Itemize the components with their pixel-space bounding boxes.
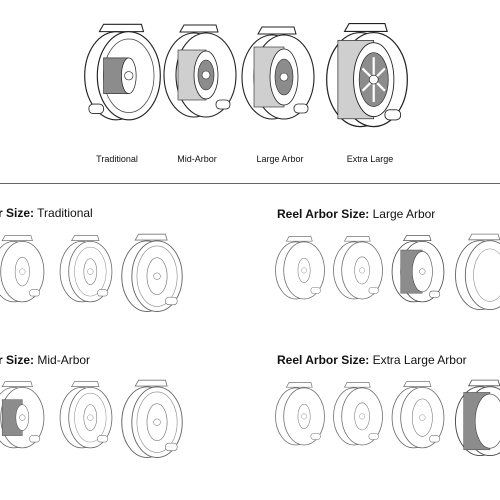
heading-mid-arbor: r Size: Mid-Arbor: [0, 353, 90, 367]
reel-large-arbor-view-4: [455, 233, 500, 310]
reel-extra-large-view-4: [455, 379, 500, 456]
reel-traditional-view-2: [59, 235, 113, 303]
heading-value: Extra Large Arbor: [372, 353, 467, 367]
reel-mid-arbor: [163, 24, 237, 118]
reel-large-arbor-view-1: [275, 236, 325, 300]
heading-label: r Size:: [0, 353, 35, 367]
reel-large-arbor-view-2: [333, 236, 383, 300]
label-traditional: Traditional: [96, 154, 138, 164]
heading-label: Reel Arbor Size:: [277, 353, 370, 367]
heading-extra-large-arbor: Reel Arbor Size: Extra Large Arbor: [277, 353, 467, 367]
label-large-arbor: Large Arbor: [256, 154, 304, 164]
heading-label: r Size:: [0, 206, 35, 220]
reel-mid-arbor-view-3: [121, 379, 183, 458]
reel-mid-arbor-view-2: [59, 381, 113, 449]
heading-large-arbor: Reel Arbor Size: Large Arbor: [277, 207, 435, 221]
heading-value: Large Arbor: [372, 207, 436, 221]
reel-large-arbor: [241, 26, 315, 120]
reel-mid-arbor-view-1: [0, 381, 45, 449]
reel-traditional: [84, 23, 161, 121]
reel-extra-large: [326, 23, 408, 128]
reel-traditional-view-3: [121, 233, 183, 312]
heading-value: Traditional: [37, 206, 93, 220]
reel-extra-large-view-1: [275, 382, 325, 446]
section-divider: [0, 183, 500, 184]
heading-label: Reel Arbor Size:: [277, 207, 370, 221]
label-mid-arbor: Mid-Arbor: [177, 154, 217, 164]
heading-traditional: r Size: Traditional: [0, 206, 93, 220]
heading-value: Mid-Arbor: [37, 353, 91, 367]
reel-traditional-view-1: [0, 235, 45, 303]
reel-large-arbor-view-3: [391, 235, 445, 303]
reel-extra-large-view-2: [333, 382, 383, 446]
label-extra-large: Extra Large: [346, 154, 394, 164]
reel-extra-large-view-3: [391, 381, 445, 449]
